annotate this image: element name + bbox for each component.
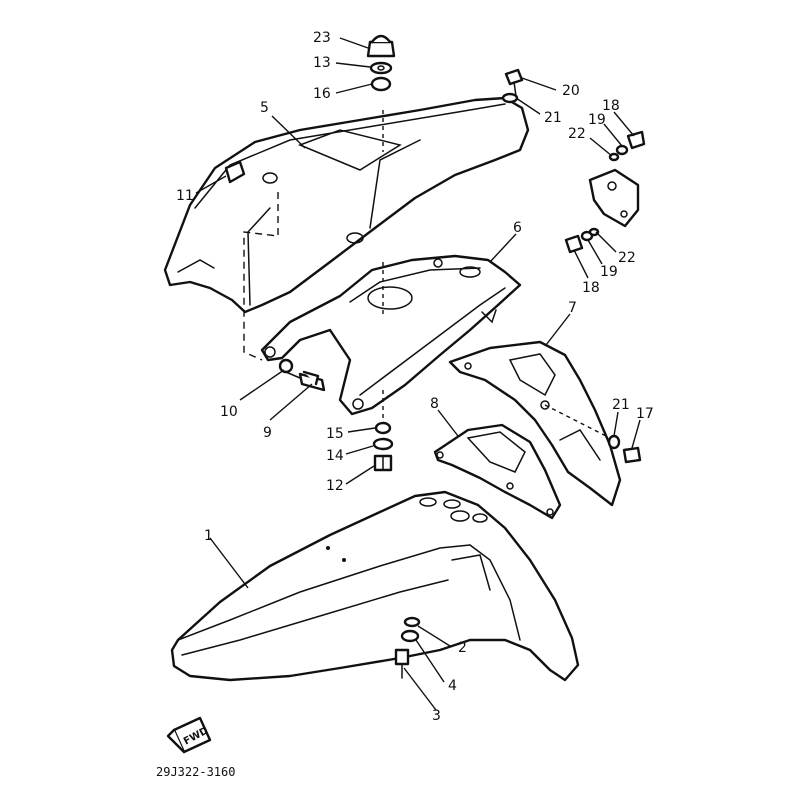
callout-22: 22 [568,126,586,142]
callout-16: 16 [313,86,331,102]
grommet-icon [370,76,392,92]
callout-13: 13 [313,55,331,71]
cap-nut-icon [366,40,396,58]
callout-21: 21 [544,110,562,126]
damper-icon [224,160,246,184]
callout-19b: 19 [600,264,618,280]
callout-21b: 21 [612,397,630,413]
callout-23: 23 [313,30,331,46]
callout-12: 12 [326,478,344,494]
callout-15: 15 [326,426,344,442]
callout-7: 7 [568,300,577,316]
callout-17: 17 [636,406,654,422]
forward-arrow-icon: FWD [166,716,212,754]
callout-5: 5 [260,100,269,116]
callout-8: 8 [430,396,439,412]
callout-18b: 18 [582,280,600,296]
screw-icon [504,68,524,86]
callout-labels: 23 13 16 20 21 5 18 19 22 11 6 22 19 18 … [176,30,654,724]
diagram-code: 29J322-3160 [156,765,235,779]
part-1-front-fender [170,490,580,682]
callout-1: 1 [204,528,213,544]
callout-4: 4 [448,678,457,694]
callout-9: 9 [263,425,272,441]
callout-6: 6 [513,220,522,236]
part-5-rear-fender [163,96,530,361]
leader-lines [195,37,641,711]
callout-11: 11 [176,188,194,204]
callout-10: 10 [220,404,238,420]
stay-bracket [588,168,640,228]
hardware [224,34,646,679]
callout-22b: 22 [618,250,636,266]
part-8-bracket-panel [433,423,562,520]
callout-3: 3 [432,708,441,724]
callout-19: 19 [588,112,606,128]
callout-18: 18 [602,98,620,114]
part-7-side-cover [448,340,622,507]
washer-icon [369,61,393,75]
callout-2: 2 [458,640,467,656]
callout-20: 20 [562,83,580,99]
part-6-inner-fender [260,254,522,425]
callout-14: 14 [326,448,344,464]
